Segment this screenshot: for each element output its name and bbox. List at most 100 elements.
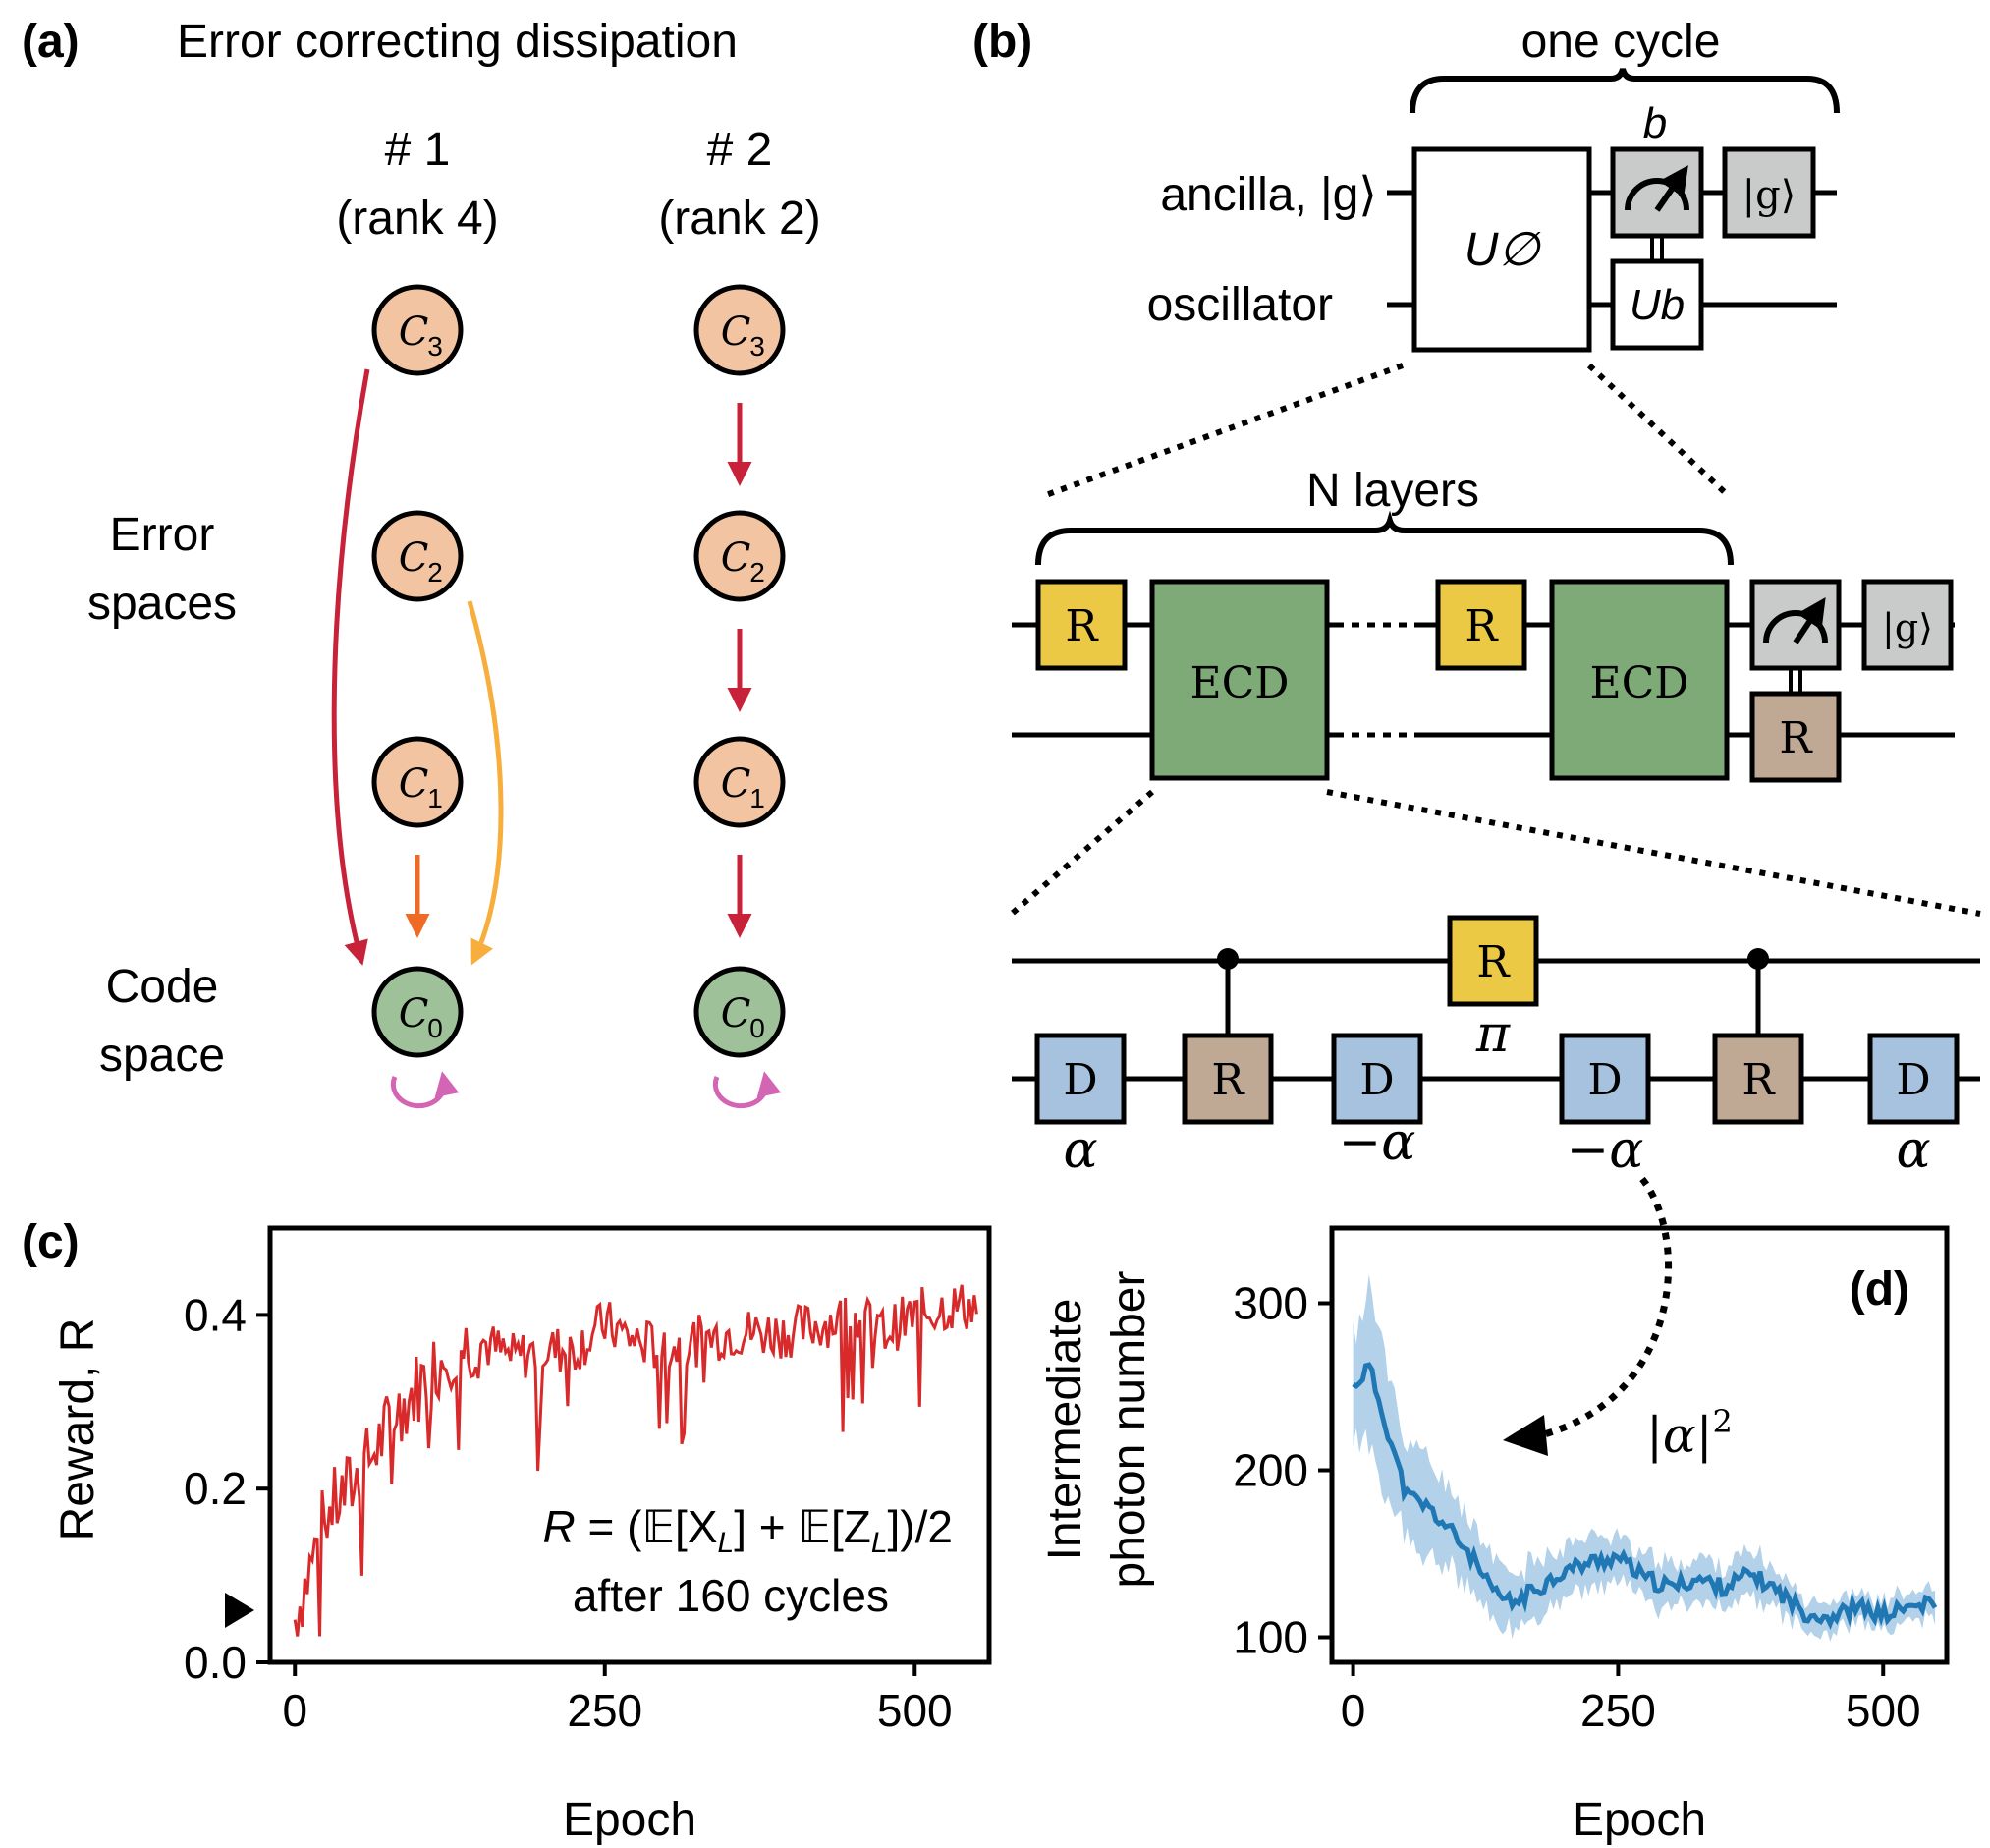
node-c2-col1: C 2 xyxy=(371,510,464,602)
r-pi-gate-arg: π xyxy=(1475,1005,1511,1064)
svg-text:C: C xyxy=(399,309,429,355)
reward-subtitle: after 160 cycles xyxy=(573,1570,889,1621)
y-tick-label: 200 xyxy=(1233,1445,1308,1496)
code-space-label-line2: space xyxy=(99,1030,225,1082)
panel-d-ylabel-line2: photon number xyxy=(1103,1271,1155,1589)
node-c3-col2: C 3 xyxy=(693,284,786,376)
oscillator-label: oscillator xyxy=(1147,279,1333,331)
photon-number-annotation: |α|2 xyxy=(1646,1403,1733,1464)
error-spaces-label-line2: spaces xyxy=(87,578,237,630)
svg-text:ECD: ECD xyxy=(1189,658,1289,708)
node-c0-col2: C 0 xyxy=(693,966,786,1058)
reward-series-line xyxy=(293,1284,978,1637)
x-tick-label: 0 xyxy=(1341,1685,1366,1736)
error-spaces-label-line1: Error xyxy=(110,509,215,561)
svg-text:C: C xyxy=(721,535,751,581)
n-layers-brace xyxy=(1035,510,1734,566)
transition-arrow-c2-to-c0 xyxy=(467,600,504,966)
panel-c-ylabel: Reward, R xyxy=(52,1318,104,1541)
one-cycle-label: one cycle xyxy=(1521,16,1721,68)
photon-number-mean-line xyxy=(1352,1362,1938,1631)
svg-text:|g⟩: |g⟩ xyxy=(1882,606,1933,649)
svg-text:C: C xyxy=(721,761,751,807)
panel-d-series xyxy=(1352,1273,1938,1642)
x-tick-label: 0 xyxy=(282,1685,307,1736)
column-2-rank: (rank 2) xyxy=(658,193,820,245)
d-gate-1 xyxy=(1034,1033,1127,1125)
panel-c-label: (c) xyxy=(22,1216,80,1268)
d-gate-2 xyxy=(1331,1033,1423,1125)
node-c2-col2: C 2 xyxy=(693,510,786,602)
x-tick-label: 500 xyxy=(1846,1685,1921,1736)
alpha-pointer-arrow xyxy=(1543,1176,1673,1438)
node-c1-col2: C 1 xyxy=(693,736,786,828)
alpha-pointer-arrowhead xyxy=(1503,1415,1548,1456)
transition-arrow-c3-to-c0 xyxy=(331,368,370,966)
panel-c-series xyxy=(293,1284,978,1637)
svg-text:C: C xyxy=(399,761,429,807)
node-c0-col1: C 0 xyxy=(371,966,464,1058)
svg-text:R: R xyxy=(1465,601,1499,651)
column-1-title: # 1 xyxy=(385,124,451,176)
panel-b: (b) one cycle b ancilla, |g⟩ oscillator … xyxy=(972,16,1981,1180)
reward-formula: R = (𝔼[XL] + 𝔼[ZL])/2 xyxy=(543,1501,953,1559)
u-null-gate xyxy=(1411,146,1592,353)
svg-text:R: R xyxy=(1741,1055,1776,1105)
panel-a: (a) Error correcting dissipation # 1 (ra… xyxy=(22,16,821,1109)
controlled-r-gate-2 xyxy=(1712,1033,1804,1125)
panel-d-label: (d) xyxy=(1850,1263,1909,1316)
reset-gate-layer xyxy=(1861,579,1954,671)
y-tick-label: 300 xyxy=(1233,1278,1308,1329)
panel-b-label: (b) xyxy=(972,16,1032,68)
measure-gate-top xyxy=(1610,146,1704,239)
svg-text:2: 2 xyxy=(749,557,765,588)
zoom-line-left-1 xyxy=(1041,363,1405,499)
panel-d-xlabel: Epoch xyxy=(1573,1794,1706,1846)
panel-d-ylabel-line1: Intermediate xyxy=(1039,1299,1091,1561)
svg-text:D: D xyxy=(1063,1055,1097,1105)
d-gate-2-arg: −α xyxy=(1339,1113,1416,1172)
measure-gate-layer xyxy=(1749,579,1842,671)
panel-d-axes-frame xyxy=(1329,1225,1950,1665)
controlled-r-gate-1 xyxy=(1182,1033,1274,1125)
ecd-gate-layer-1 xyxy=(1149,579,1330,781)
photon-number-band xyxy=(1353,1273,1936,1642)
r-gate-layer-1 xyxy=(1035,579,1128,671)
u-null-label: U∅ xyxy=(1465,224,1542,276)
u-b-gate xyxy=(1610,258,1704,351)
y-tick-label: 0.4 xyxy=(184,1289,247,1340)
svg-text:R: R xyxy=(1779,713,1813,763)
d-gate-4-arg: α xyxy=(1896,1121,1930,1180)
baseline-marker xyxy=(225,1592,254,1628)
column-2-title: # 2 xyxy=(707,124,773,176)
svg-text:ECD: ECD xyxy=(1589,658,1688,708)
d-gate-3-arg: −α xyxy=(1567,1121,1644,1180)
svg-text:R: R xyxy=(1211,1055,1245,1105)
svg-text:1: 1 xyxy=(427,783,443,813)
column-1-rank: (rank 4) xyxy=(336,193,498,245)
one-cycle-brace xyxy=(1410,68,1840,114)
svg-text:D: D xyxy=(1896,1055,1930,1105)
r-pi-gate xyxy=(1447,915,1539,1007)
ancilla-label: ancilla, |g⟩ xyxy=(1160,169,1377,221)
d-gate-4 xyxy=(1867,1033,1960,1125)
svg-text:C: C xyxy=(399,991,429,1036)
svg-text:3: 3 xyxy=(749,331,765,362)
u-b-label: Ub xyxy=(1630,281,1685,329)
panel-a-label: (a) xyxy=(22,16,80,68)
x-tick-label: 250 xyxy=(567,1685,642,1736)
zoom-line-right-1 xyxy=(1586,363,1732,499)
reset-gate-top xyxy=(1722,146,1816,239)
svg-text:0: 0 xyxy=(427,1013,443,1043)
svg-text:D: D xyxy=(1359,1055,1394,1105)
zoom-line-right-2 xyxy=(1326,789,1981,917)
n-layers-label: N layers xyxy=(1306,465,1479,517)
svg-text:3: 3 xyxy=(427,331,443,362)
svg-text:1: 1 xyxy=(749,783,765,813)
x-tick-label: 500 xyxy=(877,1685,953,1736)
ecd-gate-layer-n xyxy=(1549,579,1730,781)
